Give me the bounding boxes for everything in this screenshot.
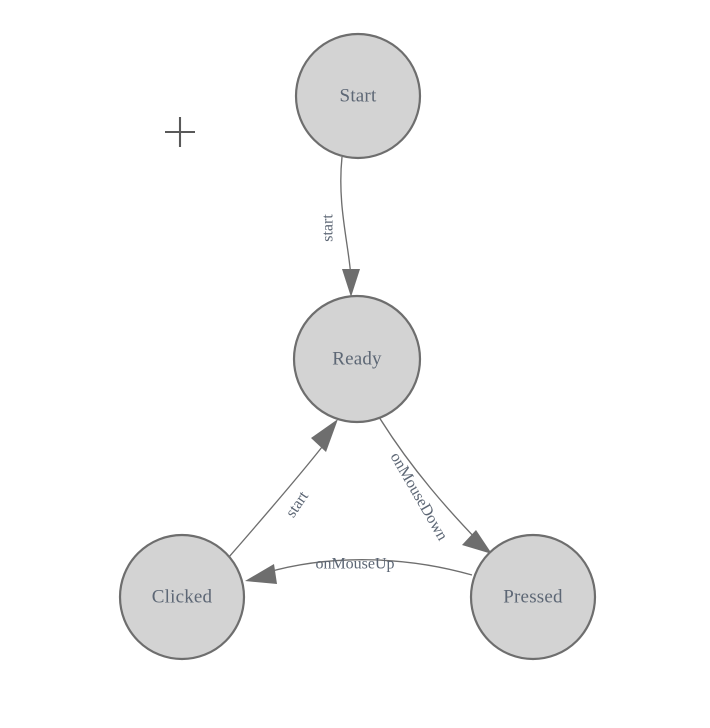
- edge-label-clicked-to-ready: start: [283, 488, 313, 521]
- state-node-pressed-label: Pressed: [503, 586, 563, 607]
- edge-clicked-to-ready[interactable]: [228, 419, 338, 558]
- state-node-start[interactable]: Start: [294, 32, 422, 160]
- state-node-clicked-circle: [118, 533, 246, 661]
- state-node-ready-circle: [292, 294, 422, 424]
- edge-label-ready-to-pressed: onMouseDown: [387, 450, 451, 544]
- edge-label-start-to-ready: start: [320, 214, 337, 242]
- edge-start-to-ready[interactable]: [340, 156, 360, 297]
- edge-label-pressed-to-clicked: onMouseUp: [315, 556, 394, 573]
- edge-path-clicked-to-ready: [228, 446, 323, 558]
- state-node-clicked-label: Clicked: [152, 586, 213, 607]
- state-node-clicked[interactable]: Clicked: [118, 533, 246, 661]
- edge-pressed-to-clicked[interactable]: [245, 559, 473, 584]
- state-node-pressed-circle: [469, 533, 597, 661]
- state-node-start-label: Start: [340, 85, 377, 106]
- state-node-ready[interactable]: Ready: [292, 294, 422, 424]
- edge-path-pressed-to-clicked: [264, 559, 473, 576]
- state-node-pressed[interactable]: Pressed: [469, 533, 597, 661]
- arrowhead-into-clicked: [245, 564, 277, 584]
- edge-ready-to-pressed[interactable]: [378, 416, 492, 554]
- state-node-start-circle: [294, 32, 422, 160]
- crosshair-plus-icon: [165, 117, 195, 147]
- state-node-ready-label: Ready: [332, 348, 382, 369]
- arrowhead-into-ready-top: [342, 269, 360, 297]
- edge-path-start-to-ready: [340, 156, 352, 279]
- edge-path-ready-to-pressed: [378, 416, 480, 543]
- arrowhead-into-ready-bottom: [311, 419, 338, 452]
- arrowhead-into-pressed: [462, 530, 492, 554]
